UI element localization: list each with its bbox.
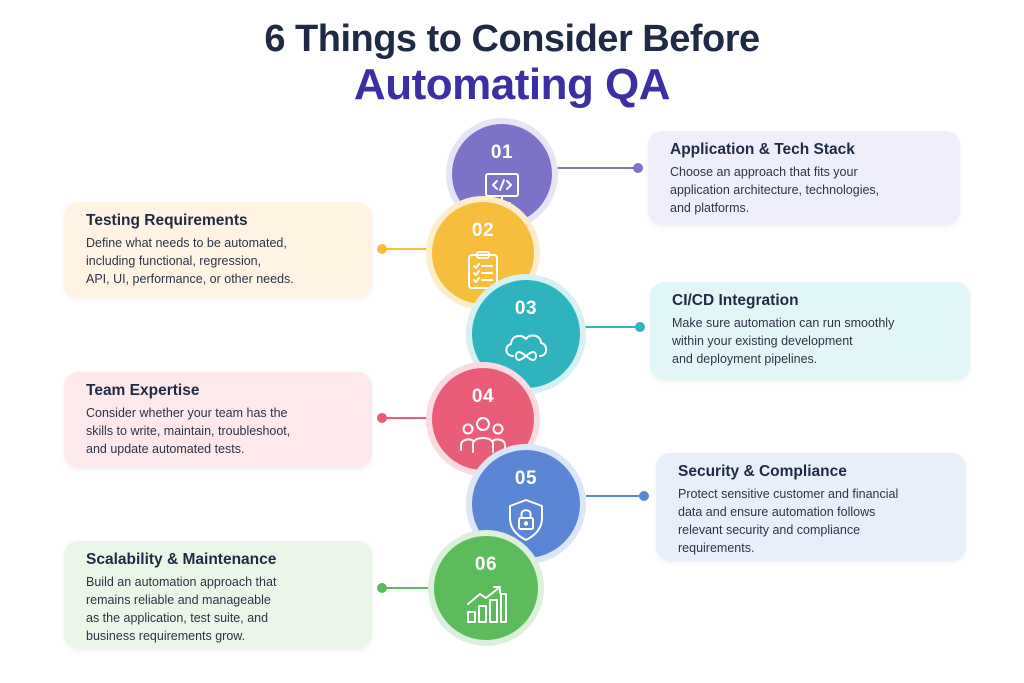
connector-dot-06	[377, 583, 387, 593]
step-number: 04	[471, 386, 495, 407]
step-number: 03	[514, 298, 538, 319]
connector-dot-02	[377, 244, 387, 254]
connector-04	[382, 417, 432, 419]
step-number: 06	[474, 554, 498, 575]
cloud-infinity-icon	[501, 328, 551, 366]
card-title: Testing Requirements	[86, 212, 248, 229]
card-ci-cd-integration: CI/CD Integration Make sure automation c…	[650, 282, 970, 380]
card-application-tech-stack: Application & Tech Stack Choose an appro…	[648, 131, 960, 225]
team-people-icon	[458, 416, 508, 454]
checklist-clipboard-icon	[466, 250, 500, 290]
connector-06	[382, 587, 432, 589]
step-circle-06: 06	[428, 530, 544, 646]
step-number: 05	[514, 468, 538, 489]
card-scalability-maintenance: Scalability & Maintenance Build an autom…	[64, 541, 372, 649]
card-title: CI/CD Integration	[672, 292, 799, 309]
connector-dot-01	[633, 163, 643, 173]
page-title-line-2: Automating QA	[353, 60, 671, 109]
connector-dot-04	[377, 413, 387, 423]
card-text: Protect sensitive customer and financial…	[678, 487, 899, 555]
connector-05	[586, 495, 644, 497]
card-team-expertise: Team Expertise Consider whether your tea…	[64, 372, 372, 468]
connector-02	[382, 248, 434, 250]
card-text: Define what needs to be automated,includ…	[86, 236, 294, 286]
shield-lock-icon	[506, 498, 546, 542]
card-security-compliance: Security & Compliance Protect sensitive …	[656, 453, 966, 561]
card-title: Security & Compliance	[678, 463, 847, 480]
card-title: Scalability & Maintenance	[86, 551, 277, 568]
connector-03	[584, 326, 640, 328]
connector-dot-05	[639, 491, 649, 501]
title-block: 6 Things to Consider Before Automating Q…	[0, 18, 1024, 110]
step-number: 01	[490, 142, 514, 163]
page-title-line-1: 6 Things to Consider Before	[264, 18, 760, 60]
card-testing-requirements: Testing Requirements Define what needs t…	[64, 202, 372, 298]
card-title: Application & Tech Stack	[670, 141, 855, 158]
connector-dot-03	[635, 322, 645, 332]
card-title: Team Expertise	[86, 382, 200, 399]
growth-chart-icon	[464, 584, 508, 624]
connector-01	[556, 167, 638, 169]
step-number: 02	[471, 220, 495, 241]
